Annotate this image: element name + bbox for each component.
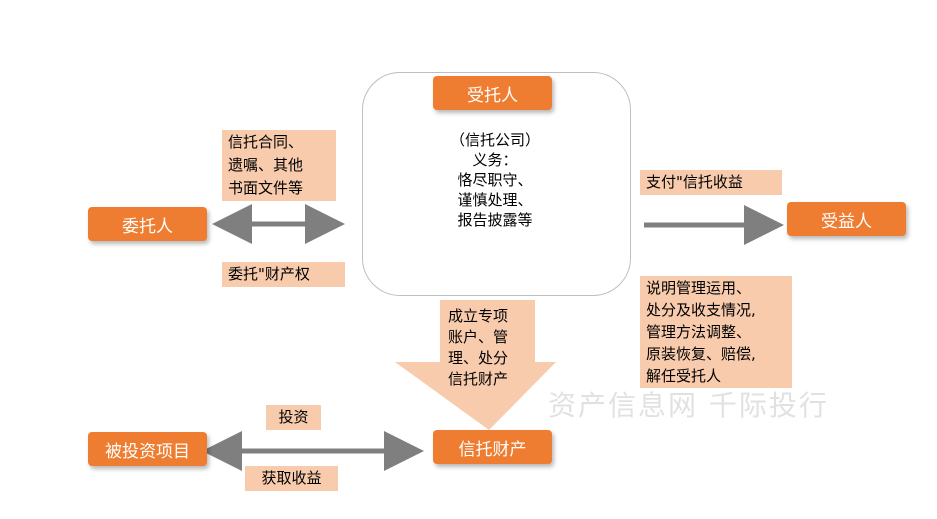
trustor-node: 委托人	[88, 207, 207, 241]
establish-line-1: 成立专项	[448, 307, 509, 325]
invest-label: 投资	[266, 405, 321, 430]
reporting-rights-line-3: 管理方法调整、	[646, 323, 752, 341]
pay-income-label: 支付"信托收益	[640, 170, 782, 195]
reporting-rights-line-4: 原装恢复、赔偿,	[646, 345, 756, 363]
trustee-duty-line-4: 谨慎处理、	[457, 191, 533, 209]
contract-label-line-3: 书面文件等	[228, 179, 304, 197]
trustee-duty-line-5: 报告披露等	[457, 211, 533, 229]
reporting-rights-line-1: 说明管理运用、	[646, 279, 752, 297]
contract-label-line-2: 遗嘱、其他	[228, 156, 304, 174]
watermark-text: 资产信息网 千际投行	[548, 389, 829, 422]
invested-project-node: 被投资项目	[88, 432, 207, 466]
trustee-duty-line-2: 义务：	[472, 151, 518, 169]
contract-label-line-1: 信托合同、	[228, 133, 304, 151]
reporting-rights-line-5: 解任受托人	[646, 367, 722, 385]
establish-line-2: 账户、管	[448, 328, 509, 346]
trust-property-node: 信托财产	[433, 430, 552, 464]
entrust-property-label: 委托"财产权	[222, 262, 345, 287]
establish-down-arrow	[395, 300, 556, 430]
establish-account-label: 成立专项 账户、管 理、处分 信托财产	[448, 306, 532, 390]
establish-line-4: 信托财产	[448, 370, 509, 388]
reporting-rights-line-2: 处分及收支情况,	[646, 301, 756, 319]
beneficiary-node: 受益人	[787, 202, 906, 236]
trustee-duty-line-1: （信托公司）	[449, 131, 540, 149]
obtain-income-label: 获取收益	[245, 466, 338, 491]
reporting-rights-label: 说明管理运用、 处分及收支情况, 管理方法调整、 原装恢复、赔偿, 解任受托人	[640, 276, 792, 388]
trustee-duties: （信托公司） 义务： 恪尽职守、 谨慎处理、 报告披露等	[400, 130, 590, 230]
contract-label: 信托合同、 遗嘱、其他 书面文件等	[222, 130, 336, 201]
establish-line-3: 理、处分	[448, 349, 509, 367]
trustee-duty-line-3: 恪尽职守、	[457, 171, 533, 189]
trustee-node: 受托人	[433, 76, 552, 110]
